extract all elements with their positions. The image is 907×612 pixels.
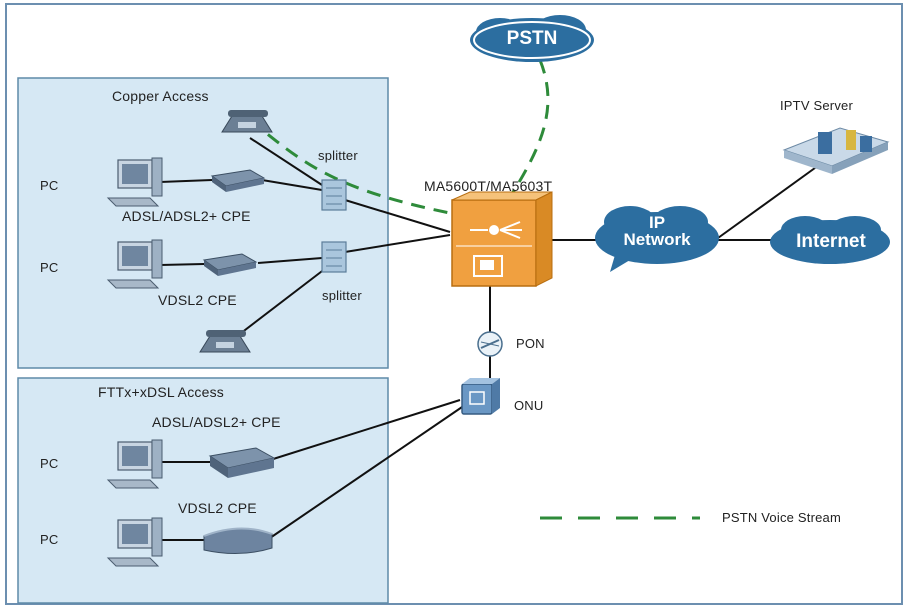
link-onu-vdsl-cpe bbox=[269, 404, 466, 539]
link-phone-bottom-splitter bbox=[231, 264, 331, 341]
legend-pstn-voice-label: PSTN Voice Stream bbox=[722, 510, 841, 525]
adsl-cpe-fttx-label: ADSL/ADSL2+ CPE bbox=[152, 414, 281, 430]
internet-cloud-icon bbox=[770, 216, 890, 264]
pc-label-copper-top: PC bbox=[40, 178, 59, 193]
vdsl-cpe-fttx-icon bbox=[203, 527, 273, 555]
adsl-cpe-copper-icon bbox=[210, 169, 266, 192]
ip-network-cloud-icon bbox=[595, 206, 719, 272]
voice-path-pstn-olt bbox=[503, 59, 550, 206]
vdsl-cpe-copper-icon bbox=[202, 253, 258, 276]
splitter-top-label: splitter bbox=[318, 148, 358, 163]
copper-access-title: Copper Access bbox=[112, 88, 209, 104]
adsl-cpe-fttx-icon bbox=[208, 447, 276, 478]
pstn-voice-stream bbox=[249, 59, 550, 217]
diagram-frame bbox=[5, 3, 903, 605]
onu-label: ONU bbox=[514, 398, 544, 413]
link-vdsl-cpe-splitter bbox=[257, 257, 323, 264]
pc-fttx-bottom-icon bbox=[106, 517, 163, 567]
fttx-access-region bbox=[17, 377, 389, 604]
link-ip-network-iptv bbox=[717, 159, 827, 239]
pc-mid-icon bbox=[106, 239, 163, 289]
pc-fttx-top-icon bbox=[106, 439, 163, 489]
pc-top-icon bbox=[106, 157, 163, 207]
splitter-bottom-icon bbox=[321, 241, 347, 273]
copper-access-region bbox=[17, 77, 389, 369]
olt-device-icon bbox=[451, 191, 553, 287]
pc-label-fttx-top: PC bbox=[40, 456, 59, 471]
vdsl-cpe-copper-label: VDSL2 CPE bbox=[158, 292, 237, 308]
pc-label-fttx-bottom: PC bbox=[40, 532, 59, 547]
link-splitter-bottom-olt bbox=[344, 234, 451, 253]
ip-network-cloud-label-line1: IP bbox=[648, 213, 666, 232]
pc-label-copper-mid: PC bbox=[40, 260, 59, 275]
vdsl-cpe-fttx-label: VDSL2 CPE bbox=[178, 500, 257, 516]
link-onu-adsl-cpe bbox=[269, 399, 461, 461]
link-pc-vdsl-cpe bbox=[159, 263, 205, 266]
ip-network-cloud-label-line2: Network bbox=[623, 230, 691, 249]
voice-path-phone-olt bbox=[249, 118, 461, 217]
onu-icon bbox=[461, 378, 500, 415]
telephone-top-icon bbox=[221, 110, 273, 133]
splitter-top-icon bbox=[321, 179, 347, 211]
link-phone-top-splitter bbox=[249, 137, 323, 186]
pon-label: PON bbox=[516, 336, 545, 351]
fttx-access-title: FTTx+xDSL Access bbox=[98, 384, 224, 400]
link-pc-adsl-cpe bbox=[159, 179, 213, 183]
olt-label: MA5600T/MA5603T bbox=[424, 178, 553, 194]
splitter-bottom-label: splitter bbox=[322, 288, 362, 303]
pon-icon bbox=[477, 331, 503, 357]
link-splitter-top-olt bbox=[344, 199, 451, 233]
iptv-server-label: IPTV Server bbox=[780, 98, 853, 113]
telephone-bottom-icon bbox=[199, 330, 251, 353]
pstn-cloud-icon bbox=[470, 15, 594, 62]
internet-cloud-label: Internet bbox=[796, 231, 866, 252]
iptv-server-icon bbox=[782, 127, 890, 174]
adsl-cpe-copper-label: ADSL/ADSL2+ CPE bbox=[122, 208, 251, 224]
pstn-cloud-label: PSTN bbox=[506, 28, 558, 49]
link-adsl-cpe-splitter bbox=[261, 179, 323, 191]
